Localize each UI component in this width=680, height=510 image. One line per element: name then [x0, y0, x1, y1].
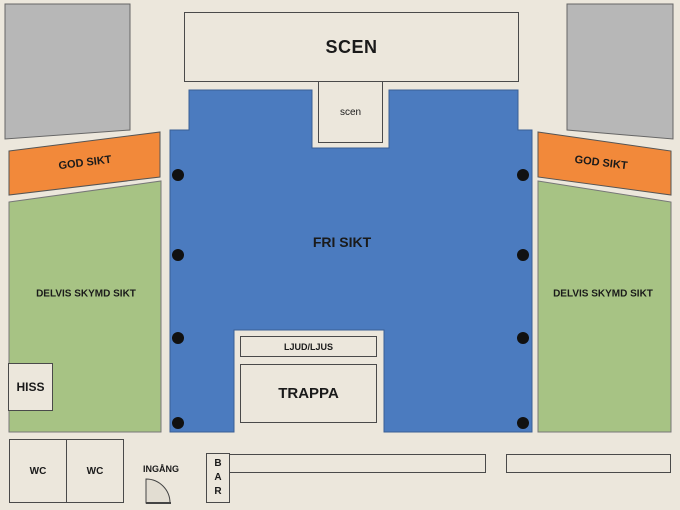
bar-letter: R	[214, 486, 222, 497]
pillar	[172, 249, 184, 261]
pillar	[517, 332, 529, 344]
pillar	[172, 417, 184, 429]
stage: SCEN	[184, 12, 519, 82]
pillar	[517, 169, 529, 181]
stairs-label: TRAPPA	[278, 385, 339, 402]
blocked-area-right	[566, 3, 674, 140]
wc-label-1: WC	[29, 465, 47, 477]
pillars	[172, 169, 529, 429]
elevator: HISS	[8, 363, 53, 411]
stairs: TRAPPA	[240, 364, 377, 423]
partly-blocked-label-right: DELVIS SKYMD SIKT	[553, 288, 653, 300]
good-view-zone-left	[8, 131, 161, 196]
stage-extension-label: scen	[339, 106, 362, 118]
pillar	[172, 169, 184, 181]
blocked-area-left	[4, 3, 131, 140]
sound-light-label: LJUD/LJUS	[283, 341, 333, 352]
bar: B A R	[206, 453, 230, 503]
entrance-label: INGÅNG	[143, 464, 179, 474]
stage-extension: scen	[318, 82, 383, 143]
wc-label-2: WC	[86, 465, 104, 477]
partly-blocked-label-left: DELVIS SKYMD SIKT	[36, 288, 136, 300]
good-view-zone-right	[537, 131, 672, 196]
sound-light-booth: LJUD/LJUS	[240, 336, 377, 357]
entrance-door-icon	[145, 478, 171, 504]
counter-right	[506, 454, 671, 473]
free-view-label: FRI SIKT	[312, 234, 372, 250]
wc-room-2: WC	[66, 439, 124, 503]
wc-room-1: WC	[9, 439, 67, 503]
pillar	[517, 417, 529, 429]
bar-letter: B	[214, 458, 222, 469]
stage-label: SCEN	[325, 36, 378, 57]
pillar	[172, 332, 184, 344]
partly-blocked-zone-right	[537, 180, 672, 433]
bar-letter: A	[214, 472, 222, 483]
elevator-label: HISS	[16, 380, 45, 394]
pillar	[517, 249, 529, 261]
free-view-zone	[169, 89, 533, 433]
bar-counter	[229, 454, 486, 473]
